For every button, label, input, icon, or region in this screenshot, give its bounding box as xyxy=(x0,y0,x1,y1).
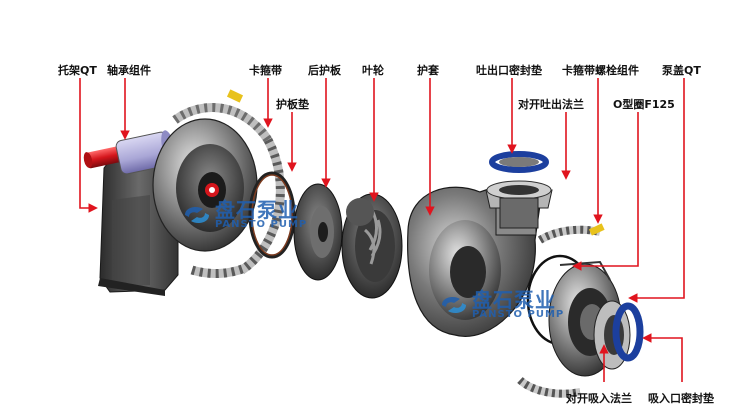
brand-watermark: 盘石泵业 PANSTO PUMP xyxy=(183,200,307,230)
brand-watermark: 盘石泵业 PANSTO PUMP xyxy=(440,290,564,320)
plate-gasket-ring xyxy=(248,171,296,259)
brand-logo-icon xyxy=(183,203,211,227)
brand-name-en: PANSTO PUMP xyxy=(472,309,565,320)
label-bearing-assembly: 轴承组件 xyxy=(107,64,151,77)
label-clamp-band: 卡箍带 xyxy=(249,64,282,77)
outlet-seal-ring xyxy=(489,151,549,173)
clamp-band-right xyxy=(517,223,605,398)
clamp-band-left xyxy=(172,89,285,278)
label-o-ring: O型圈F125 xyxy=(613,98,675,111)
label-impeller: 叶轮 xyxy=(362,64,384,77)
leader-lines xyxy=(79,78,685,382)
label-plate-gasket: 护板垫 xyxy=(276,98,309,111)
label-inlet-seal: 吸入口密封垫 xyxy=(648,392,714,405)
brand-name-cn: 盘石泵业 xyxy=(215,198,299,222)
outlet-flange xyxy=(485,180,553,229)
label-split-inlet-flange: 对开吸入法兰 xyxy=(566,392,632,405)
label-casing: 护套 xyxy=(417,64,439,77)
impeller xyxy=(341,193,403,299)
inlet-seal-ring xyxy=(612,302,644,362)
label-bracket-qt: 托架QT xyxy=(58,64,97,77)
brand-name-cn: 盘石泵业 xyxy=(472,288,556,312)
brand-name-en: PANSTO PUMP xyxy=(215,219,308,230)
label-clamp-bolt-assembly: 卡箍带螺栓组件 xyxy=(562,64,639,77)
brand-logo-icon xyxy=(440,293,468,317)
label-split-outlet-flange: 对开吐出法兰 xyxy=(518,98,584,111)
label-outlet-seal: 吐出口密封垫 xyxy=(476,64,542,77)
label-rear-plate: 后护板 xyxy=(308,64,341,77)
rear-liner-plate xyxy=(293,183,343,281)
label-cover-qt: 泵盖QT xyxy=(662,64,701,77)
frame-adapter-disc xyxy=(152,118,258,252)
